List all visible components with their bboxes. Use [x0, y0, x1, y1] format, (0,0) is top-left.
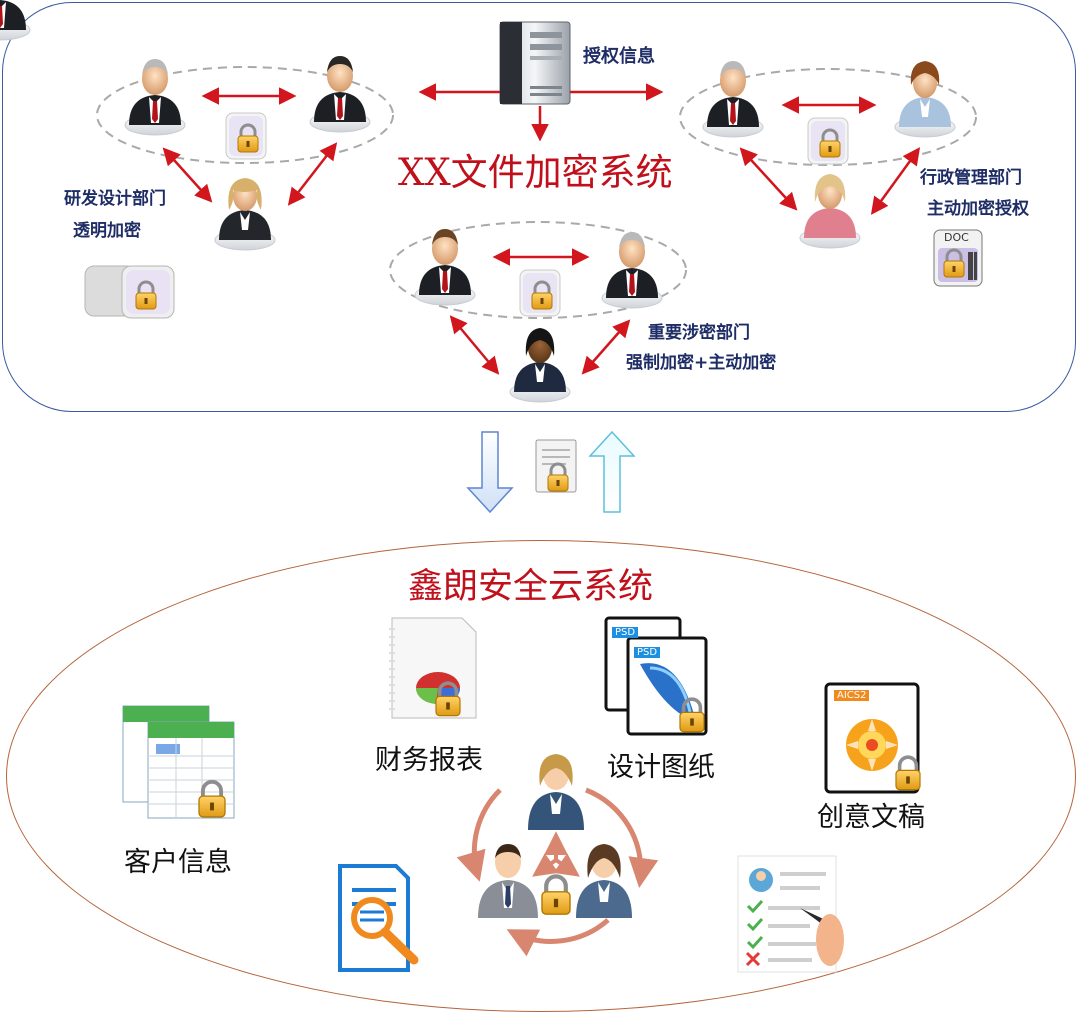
team-cycle-icon [456, 754, 659, 957]
dept-admin-mode: 主动加密授权 [927, 199, 1029, 219]
admin-manager-icon [702, 60, 764, 138]
cloud-system-ellipse [6, 540, 1076, 1012]
creative-draft-label: 创意文稿 [817, 802, 925, 833]
download-arrow-icon [466, 431, 514, 514]
top-panel-frame [2, 2, 1076, 412]
encrypted-file-icon [535, 439, 577, 493]
finance-report-label: 财务报表 [375, 745, 483, 776]
cloud-system-title: 鑫朗安全云系统 [408, 567, 654, 607]
lock-document-icon [226, 113, 266, 159]
dept-secret-mode: 强制加密+主动加密 [626, 353, 777, 373]
lock-document-icon [520, 270, 560, 316]
checklist-icon [737, 855, 844, 973]
secret-staff-icon [414, 228, 476, 306]
psd-badge: PSD [634, 647, 661, 658]
upload-arrow-icon [588, 430, 636, 513]
design-drawing-label: 设计图纸 [607, 752, 715, 783]
server-label: 授权信息 [583, 46, 655, 67]
admin-woman-icon [894, 61, 956, 138]
finance-report-icon [389, 617, 477, 719]
search-document-icon [338, 864, 419, 972]
ai-file-icon [824, 682, 922, 794]
dept-admin-name: 行政管理部门 [920, 168, 1022, 188]
spreadsheet-lock-icon [122, 705, 235, 819]
dept-secret-name: 重要涉密部门 [648, 323, 750, 343]
secret-manager-icon [601, 231, 663, 309]
psd-badge: PSD [612, 627, 639, 638]
rd-manager-icon [124, 58, 186, 136]
doc-lock-icon [933, 229, 983, 287]
transparent-encryption-doc-icon [84, 265, 175, 319]
dept-rd-mode: 透明加密 [73, 221, 141, 241]
encryption-system-title: XX文件加密系统 [398, 151, 673, 194]
dept-rd-name: 研发设计部门 [64, 189, 166, 209]
lock-document-icon [808, 118, 848, 164]
rd-woman-icon [214, 178, 276, 251]
secret-woman-icon [509, 328, 571, 403]
server-icon [499, 21, 571, 105]
customer-info-label: 客户信息 [124, 847, 232, 878]
aics-badge: AICS2 [834, 690, 870, 701]
psd-file-icon [604, 616, 708, 736]
admin-staff-icon [799, 174, 861, 249]
doc-badge: DOC [944, 231, 969, 244]
rd-staff-icon [309, 55, 371, 133]
